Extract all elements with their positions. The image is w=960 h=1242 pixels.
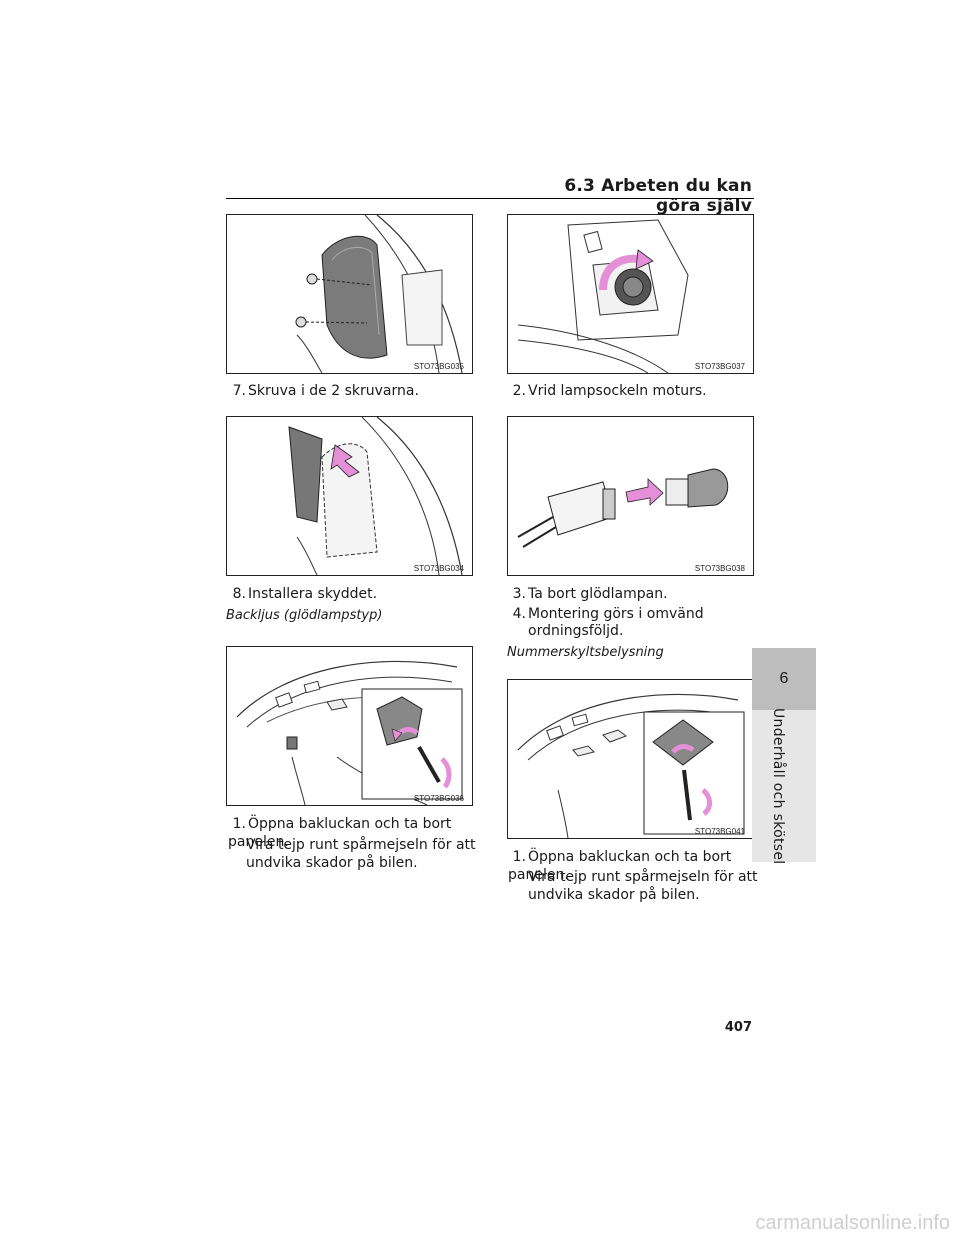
figure-code: STO73BG034 bbox=[413, 564, 464, 573]
step-4-mount: 4.Montering görs i omvänd bbox=[512, 606, 704, 622]
step-2-socket: 2.Vrid lampsockeln moturs. bbox=[512, 383, 707, 399]
step-1-note: Vira tejp runt spårmejseln för att bbox=[246, 837, 476, 853]
figure-tail-light-screws: STO73BG035 bbox=[226, 214, 473, 374]
chapter-tab bbox=[752, 648, 816, 710]
step-1-open-tailgate: 1.Öppna bakluckan och ta bort panelen. bbox=[228, 816, 452, 850]
step-1-note-continued: undvika skador på bilen. bbox=[246, 855, 418, 871]
step-8: 8.Installera skyddet. bbox=[232, 586, 378, 602]
figure-open-tailgate-right: STO73BG041 bbox=[507, 679, 754, 839]
figure-open-tailgate-left: STO73BG036 bbox=[226, 646, 473, 806]
chapter-strip bbox=[752, 710, 816, 862]
caption-license-plate-light: Nummerskyltsbelysning bbox=[507, 645, 664, 660]
caption-backup-light: Backljus (glödlampstyp) bbox=[226, 608, 383, 623]
section-title: 6.3 Arbeten du kan göra själv bbox=[564, 176, 752, 216]
figure-remove-bulb: STO73BG038 bbox=[507, 416, 754, 576]
step-4-continued: ordningsföljd. bbox=[528, 623, 624, 639]
step-1-note-continued: undvika skador på bilen. bbox=[528, 887, 700, 903]
step-1-note: Vira tejp runt spårmejseln för att bbox=[528, 869, 758, 885]
header-divider bbox=[226, 198, 754, 199]
figure-socket-rotate: STO73BG037 bbox=[507, 214, 754, 374]
watermark: carmanualsonline.info bbox=[755, 1212, 950, 1234]
figure-code: STO73BG041 bbox=[694, 827, 745, 836]
figure-code: STO73BG038 bbox=[694, 564, 745, 573]
page-number: 407 bbox=[724, 1020, 752, 1035]
figure-code: STO73BG035 bbox=[413, 362, 464, 371]
figure-code: STO73BG036 bbox=[413, 794, 464, 803]
step-1-open-tailgate: 1.Öppna bakluckan och ta bort panelen. bbox=[508, 849, 732, 883]
figure-code: STO73BG037 bbox=[694, 362, 745, 371]
figure-install-cover: STO73BG034 bbox=[226, 416, 473, 576]
step-3-bulb: 3.Ta bort glödlampan. bbox=[512, 586, 668, 602]
chapter-title: Underhåll och skötsel bbox=[770, 708, 786, 865]
chapter-number: 6 bbox=[779, 670, 789, 687]
step-7: 7.Skruva i de 2 skruvarna. bbox=[232, 383, 419, 399]
